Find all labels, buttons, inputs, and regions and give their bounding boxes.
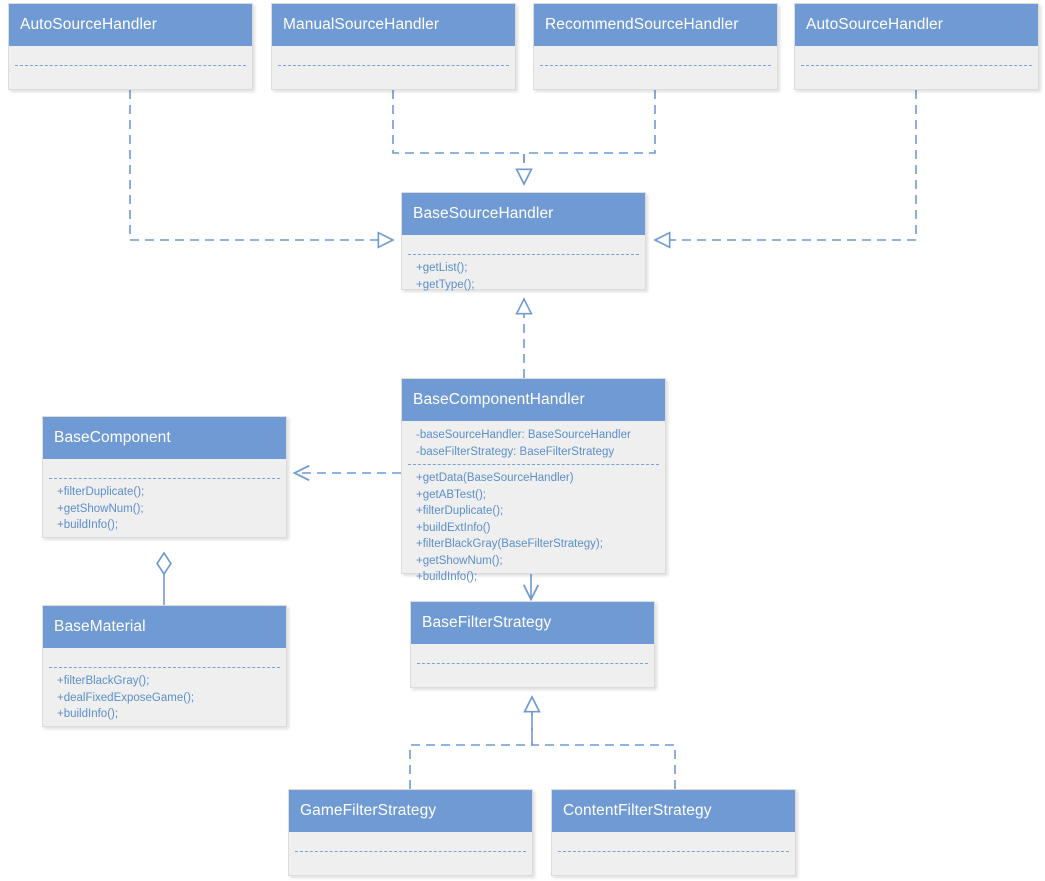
- class-body: [9, 46, 252, 89]
- class-body: [795, 46, 1038, 89]
- uml-class-base-filter-strategy[interactable]: BaseFilterStrategy: [410, 601, 655, 688]
- class-title: ManualSourceHandler: [272, 4, 515, 46]
- method-section: [534, 66, 777, 86]
- class-title: ContentFilterStrategy: [552, 790, 795, 832]
- class-method: +dealFixedExposeGame();: [57, 691, 195, 704]
- attribute-section: [534, 46, 777, 65]
- attribute-section: [402, 235, 645, 254]
- class-body: +filterBlackGray(); +dealFixedExposeGame(…: [43, 648, 286, 726]
- class-method: +getShowNum();: [57, 502, 144, 515]
- method-section: [289, 852, 532, 872]
- member-separator: [540, 65, 771, 66]
- member-separator: [558, 851, 789, 852]
- class-title: AutoSourceHandler: [795, 4, 1038, 46]
- method-section: +filterDuplicate(); +getShowNum(); +buildI…: [43, 479, 286, 540]
- class-method: +buildInfo();: [57, 708, 119, 720]
- class-method: +buildInfo();: [416, 571, 478, 583]
- class-method: +buildInfo();: [57, 519, 119, 531]
- class-body: [534, 46, 777, 89]
- class-method: +filterBlackGray();: [57, 675, 150, 687]
- edge-gamefilter-to-basefilter: [409, 697, 532, 789]
- attribute-section: [411, 644, 654, 663]
- class-method: +getList();: [416, 262, 468, 274]
- method-section: [552, 852, 795, 872]
- method-section: +getData(BaseSourceHandler) +getABTest();…: [402, 465, 665, 592]
- class-title: RecommendSourceHandler: [534, 4, 777, 46]
- uml-class-base-source-handler[interactable]: BaseSourceHandler +getList(); +getType();: [401, 192, 646, 291]
- method-section: [272, 66, 515, 86]
- uml-class-content-filter-strategy[interactable]: ContentFilterStrategy: [551, 789, 796, 876]
- class-body: +getList(); +getType();: [402, 235, 645, 291]
- member-separator: [408, 254, 639, 255]
- class-title: BaseComponent: [43, 417, 286, 459]
- class-method: +getData(BaseSourceHandler): [416, 472, 574, 484]
- attribute-section: [272, 46, 515, 65]
- edge-auto2-to-basesource: [655, 90, 917, 240]
- edge-recommend-to-basesource: [524, 90, 656, 184]
- class-attribute: -baseSourceHandler: BaseSourceHandler: [416, 429, 631, 441]
- class-method: +getShowNum();: [416, 554, 503, 567]
- class-method: +getABTest();: [416, 488, 486, 501]
- class-title: BaseSourceHandler: [402, 193, 645, 235]
- edge-manual-to-basesource: [392, 90, 524, 184]
- class-body: [552, 832, 795, 875]
- uml-class-manual-source-handler[interactable]: ManualSourceHandler: [271, 3, 516, 90]
- class-body: +filterDuplicate(); +getShowNum(); +buildI…: [43, 459, 286, 537]
- class-title: GameFilterStrategy: [289, 790, 532, 832]
- member-separator: [801, 65, 1032, 66]
- class-method: +filterDuplicate();: [57, 486, 145, 498]
- attribute-section: [795, 46, 1038, 65]
- member-separator: [408, 464, 659, 465]
- class-title: BaseComponentHandler: [402, 379, 665, 421]
- member-separator: [15, 65, 246, 66]
- class-body: [411, 644, 654, 687]
- member-separator: [417, 663, 648, 664]
- uml-class-game-filter-strategy[interactable]: GameFilterStrategy: [288, 789, 533, 876]
- class-body: -baseSourceHandler: BaseSourceHandler -ba…: [402, 421, 665, 583]
- class-method: +getType();: [416, 278, 475, 291]
- method-section: [9, 66, 252, 86]
- attribute-section: [43, 648, 286, 667]
- attribute-section: [9, 46, 252, 65]
- method-section: [411, 664, 654, 684]
- edge-contentfilter-to-basefilter: [532, 697, 676, 789]
- class-attribute: -baseFilterStrategy: BaseFilterStrategy: [416, 445, 615, 458]
- member-separator: [295, 851, 526, 852]
- class-body: [272, 46, 515, 89]
- attribute-section: [552, 832, 795, 851]
- uml-class-base-component-handler[interactable]: BaseComponentHandler-baseSourceHandler: …: [401, 378, 666, 583]
- member-separator: [49, 478, 280, 479]
- uml-class-auto-source-handler-1[interactable]: AutoSourceHandler: [8, 3, 253, 90]
- class-title: BaseFilterStrategy: [411, 602, 654, 644]
- method-section: +getList(); +getType();: [402, 255, 645, 299]
- class-method: +filterDuplicate();: [416, 505, 504, 517]
- class-title: BaseMaterial: [43, 606, 286, 648]
- uml-class-recommend-source-handler[interactable]: RecommendSourceHandler: [533, 3, 778, 90]
- member-separator: [278, 65, 509, 66]
- uml-class-base-component[interactable]: BaseComponent +filterDuplicate(); +getShow…: [42, 416, 287, 538]
- attribute-section: [43, 459, 286, 478]
- uml-class-base-material[interactable]: BaseMaterial +filterBlackGray(); +dealFixe…: [42, 605, 287, 727]
- class-method: +buildExtInfo(): [416, 521, 491, 534]
- member-separator: [49, 667, 280, 668]
- edge-auto1-to-basesource: [129, 90, 393, 240]
- attribute-section: -baseSourceHandler: BaseSourceHandler -ba…: [402, 421, 665, 464]
- class-title: AutoSourceHandler: [9, 4, 252, 46]
- method-section: [795, 66, 1038, 86]
- attribute-section: [289, 832, 532, 851]
- class-method: +filterBlackGray(BaseFilterStrategy);: [416, 538, 603, 550]
- uml-class-auto-source-handler-2[interactable]: AutoSourceHandler: [794, 3, 1039, 90]
- method-section: +filterBlackGray(); +dealFixedExposeGame(…: [43, 668, 286, 729]
- class-body: [289, 832, 532, 875]
